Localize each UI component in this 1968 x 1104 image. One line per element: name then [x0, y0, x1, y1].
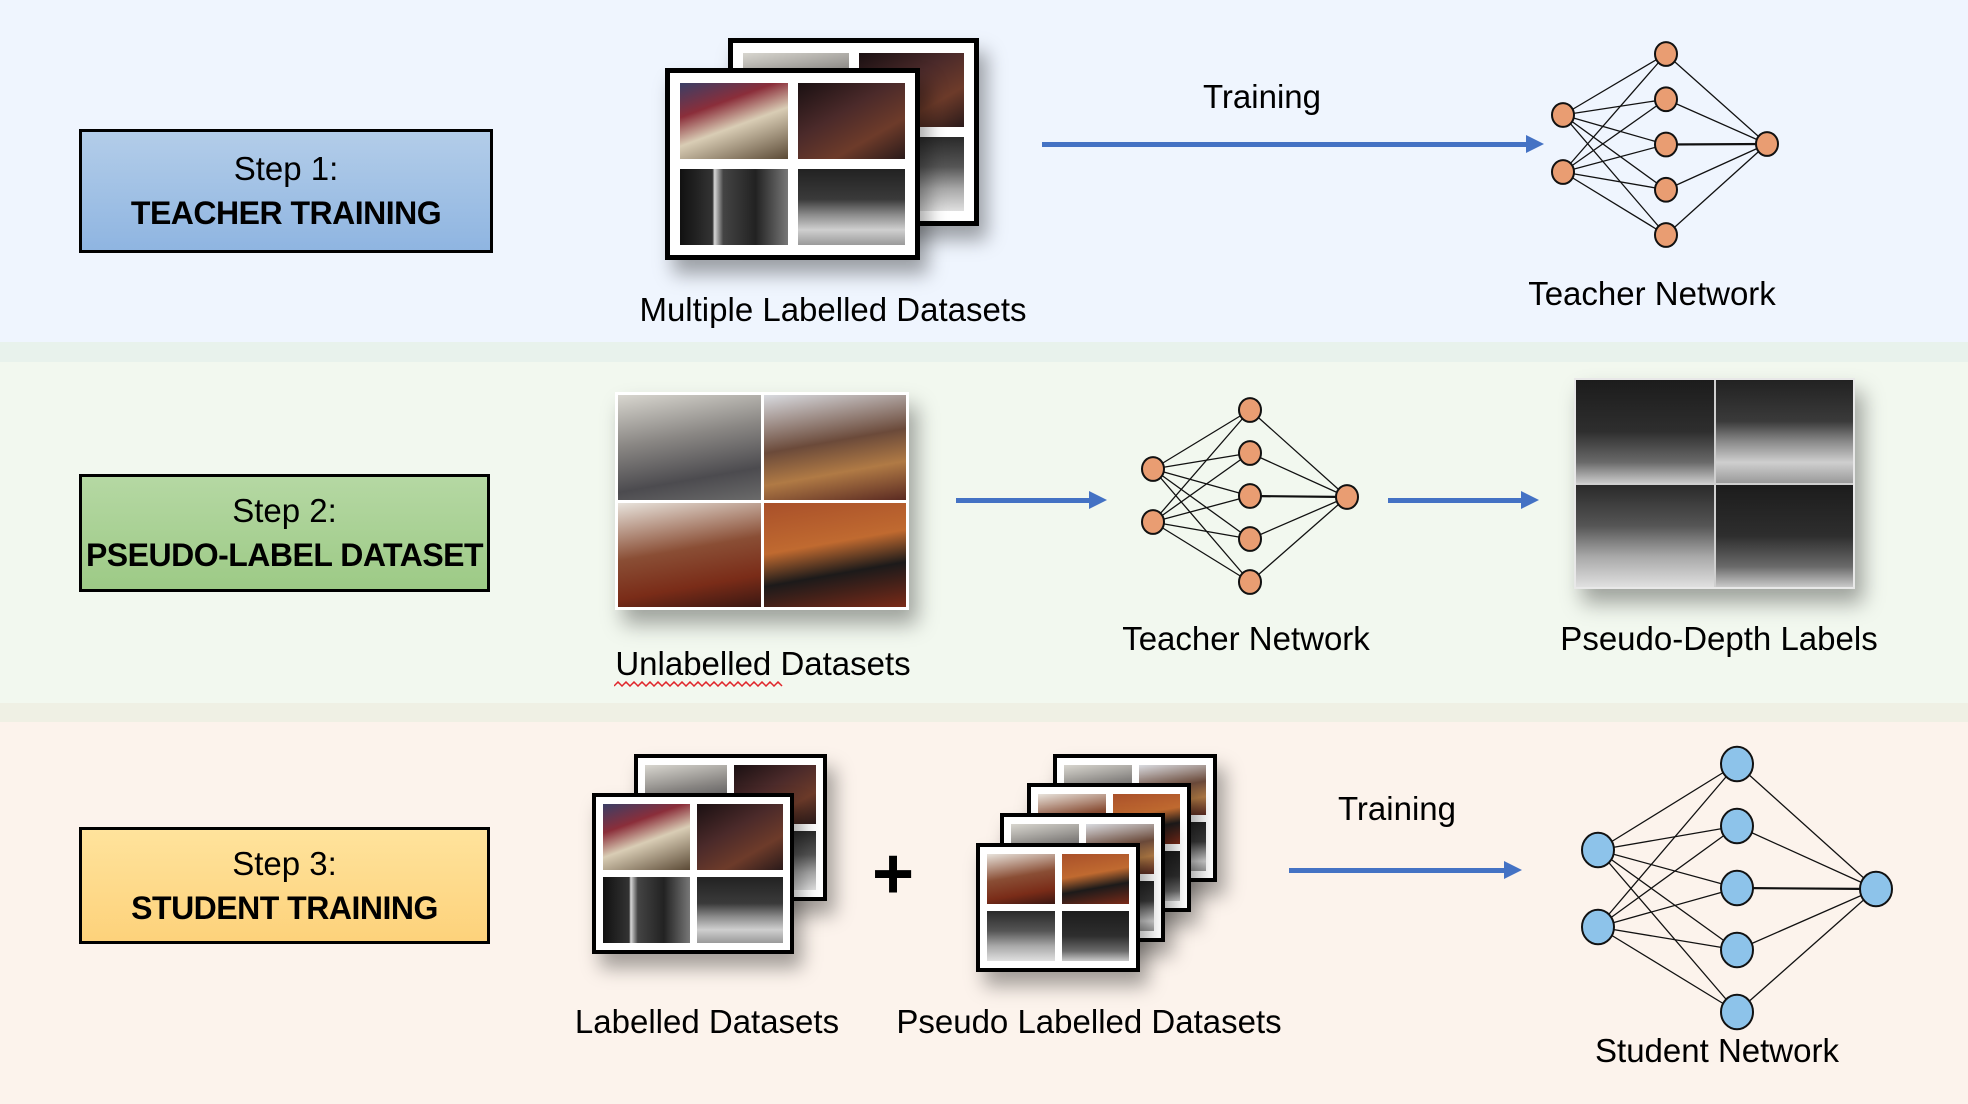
pseudo-depth-labels-grid	[1574, 378, 1855, 589]
depth-image	[1061, 911, 1129, 961]
depth-image	[696, 877, 783, 943]
training-label-2: Training	[1338, 790, 1456, 827]
pseudo-card-1	[976, 843, 1140, 972]
step1-number: Step 1:	[233, 150, 339, 187]
labelled-card-front	[592, 793, 794, 954]
step1-title: TEACHER TRAINING	[130, 195, 442, 231]
pseudo-depth-labels-label: Pseudo-Depth Labels	[1560, 620, 1878, 657]
unlabelled-datasets-grid	[615, 392, 909, 610]
depth-image	[1576, 380, 1714, 483]
rgb-image	[797, 83, 905, 159]
to-teacher-arrow	[956, 491, 1107, 509]
step3-title: STUDENT TRAINING	[131, 889, 438, 926]
to-pseudo-labels-arrow	[1388, 491, 1539, 509]
student-network-label: Student Network	[1595, 1032, 1839, 1069]
pseudo-labelled-datasets-label: Pseudo Labelled Datasets	[896, 1003, 1282, 1040]
training-arrow-2	[1289, 861, 1522, 879]
step3-box: Step 3: STUDENT TRAINING	[79, 827, 490, 944]
band-separator	[0, 703, 1968, 722]
spellcheck-underline	[614, 681, 783, 687]
step1-box: Step 1: TEACHER TRAINING	[79, 129, 493, 253]
dataset-card-front	[665, 68, 920, 260]
rgb-image	[680, 83, 788, 159]
step2-box: Step 2: PSEUDO-LABEL DATASET	[79, 474, 490, 592]
rgb-image	[696, 804, 783, 870]
step3-number: Step 3:	[232, 844, 337, 882]
training-label: Training	[1203, 78, 1321, 115]
depth-image	[680, 169, 788, 245]
multiple-labelled-datasets-label: Multiple Labelled Datasets	[639, 291, 1027, 328]
depth-image	[987, 911, 1055, 961]
depth-image	[1715, 380, 1853, 483]
step2-number: Step 2:	[232, 492, 337, 529]
rgb-image	[1061, 854, 1129, 904]
teacher-network-label-2: Teacher Network	[1122, 620, 1370, 657]
teacher-network-label: Teacher Network	[1528, 275, 1776, 312]
rgb-image	[987, 854, 1055, 904]
depth-image	[797, 169, 905, 245]
labelled-datasets-label: Labelled Datasets	[574, 1003, 840, 1040]
rgb-image	[763, 502, 906, 607]
rgb-image	[618, 395, 761, 500]
rgb-image	[603, 804, 690, 870]
step2-title: PSEUDO-LABEL DATASET	[85, 537, 484, 573]
training-arrow	[1042, 135, 1544, 153]
depth-image	[1715, 484, 1853, 587]
unlabelled-datasets-label: Unlabelled Datasets	[615, 645, 911, 682]
plus-symbol: +	[872, 834, 915, 914]
depth-image	[603, 877, 690, 943]
band-separator	[0, 342, 1968, 362]
depth-image	[1576, 484, 1714, 587]
rgb-image	[763, 395, 906, 500]
rgb-image	[618, 502, 761, 607]
